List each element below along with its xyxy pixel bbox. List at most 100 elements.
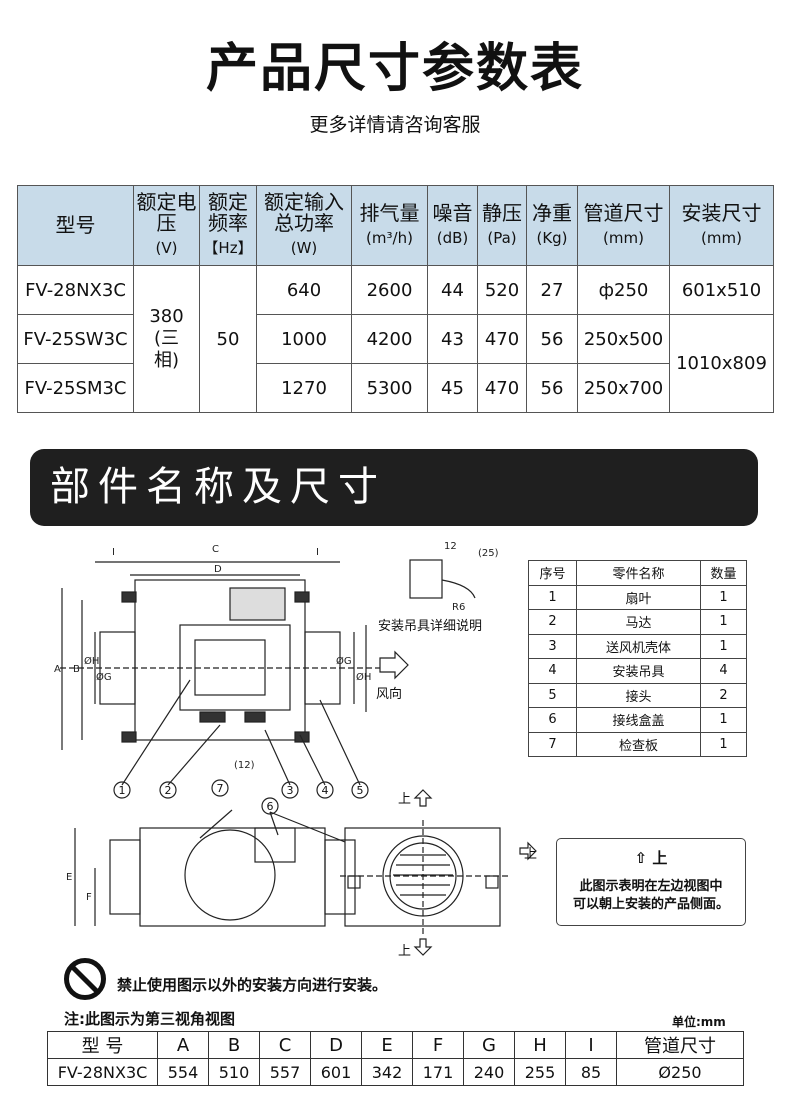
hanger-bracket (244, 711, 266, 723)
spec-cell-pressure: 470 (477, 363, 527, 413)
spec-cell-model: FV-28NX3C (17, 265, 134, 315)
spec-cell-airflow: 5300 (351, 363, 428, 413)
parts-header-name: 零件名称 (576, 560, 701, 586)
parts-cell: 送风机壳体 (576, 633, 701, 659)
unit-label: 单位:mm (672, 1015, 726, 1029)
parts-header-qty: 数量 (700, 560, 747, 586)
dim-label-d: D (214, 564, 222, 575)
dim-label-f: F (86, 892, 92, 903)
orientation-up-label: ⇧ 上 (634, 849, 668, 867)
section-banner: 部件名称及尺寸 (30, 449, 758, 526)
right-arrow-icon (519, 841, 537, 861)
spec-header-airflow: 排气量(m³/h) (351, 185, 428, 266)
spec-header-pressure: 静压(Pa) (477, 185, 527, 266)
dim-label-h: ØH (356, 671, 371, 683)
mount-tab (294, 731, 310, 743)
dims-cell: 557 (259, 1058, 311, 1086)
callout-label: 4 (322, 784, 329, 797)
hanger-detail (409, 559, 443, 599)
callout-2-icon (159, 781, 177, 799)
spec-header-power: 额定输入总功率(W) (256, 185, 352, 266)
spec-cell-power: 1000 (256, 314, 352, 364)
dim-label-12b: (12) (234, 760, 255, 771)
parts-cell: 扇叶 (576, 584, 701, 610)
spec-cell-weight: 56 (526, 363, 578, 413)
up-arrow-icon (413, 789, 433, 807)
mount-tab (121, 731, 137, 743)
parts-cell: 6 (528, 707, 577, 733)
callout-label: 5 (357, 784, 364, 797)
parts-cell: 马达 (576, 609, 701, 635)
callout-label: 7 (217, 782, 224, 795)
spec-cell-install: 1010x809 (669, 314, 774, 413)
spec-header-model: 型号 (17, 185, 134, 266)
spec-cell-power: 1270 (256, 363, 352, 413)
dims-cell: FV-28NX3C (47, 1058, 158, 1086)
prohibited-icon (64, 958, 106, 1000)
parts-cell: 5 (528, 682, 577, 708)
dim-label-e: E (66, 872, 72, 883)
spec-cell-voltage: 380 (三相) (133, 265, 200, 413)
parts-cell: 2 (528, 609, 577, 635)
mount-tab (485, 875, 499, 889)
technical-drawing: I C D I A B ØH ØG ØG ØH 12 (25) R6 (12) … (54, 541, 537, 959)
up-label: 上 (398, 792, 411, 807)
side-duct-right (324, 839, 356, 915)
page-subtitle: 更多详情请咨询客服 (309, 114, 481, 136)
wind-arrow-icon (379, 650, 409, 680)
view-note: 注:此图示为第三视角视图 (64, 1010, 235, 1028)
dims-cell: 554 (157, 1058, 209, 1086)
dims-header: C (259, 1031, 311, 1059)
spec-cell-noise: 43 (427, 314, 478, 364)
spec-header-voltage: 额定电压(V) (133, 185, 200, 266)
dims-cell: 85 (565, 1058, 617, 1086)
callout-5-icon (351, 781, 369, 799)
dims-header: D (310, 1031, 362, 1059)
dims-cell: 601 (310, 1058, 362, 1086)
hanger-bracket (199, 711, 226, 723)
parts-cell: 1 (700, 609, 747, 635)
dims-cell: 342 (361, 1058, 413, 1086)
parts-cell: 1 (528, 584, 577, 610)
spec-cell-weight: 56 (526, 314, 578, 364)
dims-header: E (361, 1031, 413, 1059)
spec-header-row: 型号 额定电压(V) 额定频率【Hz】 额定输入总功率(W) 排气量(m³/h)… (17, 185, 774, 266)
orientation-note: ⇧ 上 此图示表明在左边视图中 可以朝上安装的产品侧面。 (556, 838, 746, 926)
dims-cell: 240 (463, 1058, 515, 1086)
spec-cell-weight: 27 (526, 265, 578, 315)
parts-cell: 安装吊具 (576, 658, 701, 684)
dimensions-table: 型 号 A B C D E F G H I 管道尺寸 FV-28NX3C 554… (47, 1031, 744, 1086)
cover-plate (254, 827, 296, 863)
spec-header-duct: 管道尺寸(mm) (577, 185, 670, 266)
spec-header-noise: 噪音(dB) (427, 185, 478, 266)
parts-cell: 2 (700, 682, 747, 708)
dims-header: B (208, 1031, 260, 1059)
spec-cell-duct: 250x500 (577, 314, 670, 364)
mount-tab (121, 591, 137, 603)
dim-label-i: I (316, 547, 319, 558)
parts-cell: 4 (700, 658, 747, 684)
dims-header: 管道尺寸 (616, 1031, 744, 1059)
inspection-panel (184, 829, 276, 921)
parts-header-row: 序号 零件名称 数量 (528, 560, 747, 586)
parts-cell: 接线盒盖 (576, 707, 701, 733)
dim-label-25: (25) (478, 548, 499, 559)
dims-cell: Ø250 (616, 1058, 744, 1086)
parts-cell: 3 (528, 633, 577, 659)
dim-label-r6: R6 (452, 602, 465, 613)
dim-label-c: C (212, 544, 219, 555)
spec-cell-duct: ф250 (577, 265, 670, 315)
unit-body-side (139, 827, 326, 927)
spec-header-weight: 净重(Kg) (526, 185, 578, 266)
page-title: 产品尺寸参数表 (205, 39, 584, 99)
callout-3-icon (281, 781, 299, 799)
dims-header: F (412, 1031, 464, 1059)
up-label: 上 (524, 847, 537, 862)
dim-label-i: I (112, 547, 115, 558)
dims-row: FV-28NX3C 554 510 557 601 342 171 240 25… (47, 1058, 744, 1086)
